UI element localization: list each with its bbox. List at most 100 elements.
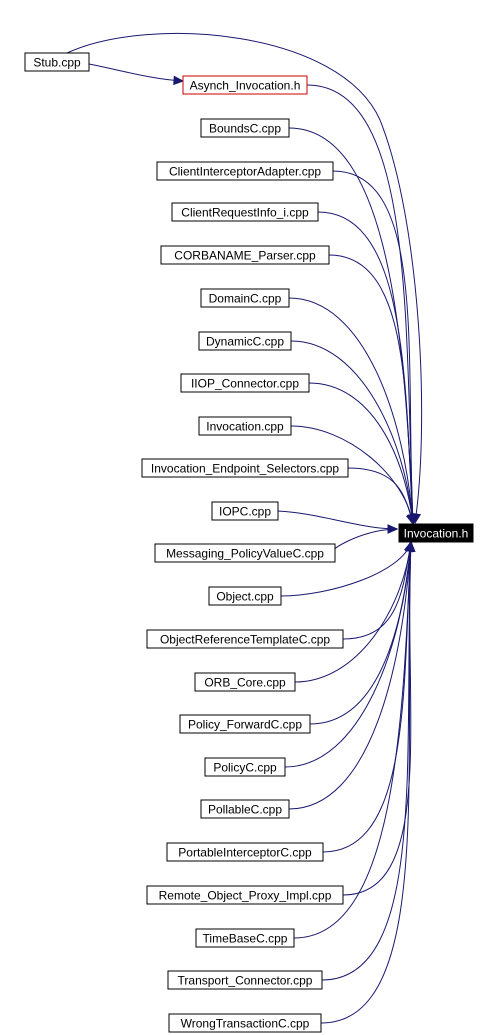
edge-timebasec-cpp-to-invocation-h	[293, 540, 416, 939]
edge-stub-cpp-to-asynch-invocation-h	[88, 63, 185, 86]
node-box	[398, 523, 474, 543]
edge-iiop-connector-cpp-to-invocation-h	[308, 382, 417, 526]
node-orb-core-cpp[interactable]: ORB_Core.cpp	[194, 672, 296, 692]
node-label: Messaging_PolicyValueC.cpp	[166, 547, 324, 561]
edge-line	[347, 467, 414, 525]
arrowhead-icon	[405, 513, 416, 526]
node-dynamicc-cpp[interactable]: DynamicC.cpp	[198, 331, 292, 351]
node-policy-forwardc-cpp[interactable]: Policy_ForwardC.cpp	[179, 714, 311, 734]
node-box	[160, 245, 330, 265]
node-label: Object.cpp	[216, 590, 274, 604]
node-box	[200, 118, 290, 138]
node-label: Stub.cpp	[33, 56, 81, 70]
node-asynch-invocation-h[interactable]: Asynch_Invocation.h	[182, 75, 308, 95]
node-iiop-connector-cpp[interactable]: IIOP_Connector.cpp	[180, 373, 310, 393]
node-clientrequestinfo-i-cpp[interactable]: ClientRequestInfo_i.cpp	[171, 202, 319, 222]
node-stub-cpp[interactable]: Stub.cpp	[24, 52, 90, 72]
node-label: Transport_Connector.cpp	[178, 974, 313, 988]
node-box	[24, 52, 90, 72]
node-label: DynamicC.cpp	[206, 335, 284, 349]
node-label: Invocation.cpp	[206, 420, 284, 434]
node-remote-object-proxy-impl-cpp[interactable]: Remote_Object_Proxy_Impl.cpp	[146, 885, 344, 905]
node-box	[166, 842, 324, 862]
node-invocation-endpoint-selectors-cpp[interactable]: Invocation_Endpoint_Selectors.cpp	[141, 458, 349, 478]
node-box	[195, 928, 295, 948]
node-objectreferencetemplatec-cpp[interactable]: ObjectReferenceTemplateC.cpp	[146, 629, 344, 649]
edge-invocation-endpoint-selectors-cpp-to-invocation-h	[347, 467, 416, 526]
edge-line	[332, 170, 414, 525]
node-object-cpp[interactable]: Object.cpp	[208, 586, 282, 606]
node-label: PortableInterceptorC.cpp	[178, 846, 312, 860]
edge-line	[294, 541, 412, 683]
node-box	[204, 757, 286, 777]
edge-line	[331, 528, 398, 554]
node-label: Policy_ForwardC.cpp	[188, 718, 302, 732]
node-box	[141, 458, 349, 478]
node-transport-connector-cpp[interactable]: Transport_Connector.cpp	[167, 970, 323, 990]
edge-corbaname-parser-cpp-to-invocation-h	[328, 254, 418, 526]
node-box	[182, 75, 308, 95]
node-label: Remote_Object_Proxy_Impl.cpp	[159, 889, 332, 903]
node-box	[156, 161, 334, 181]
node-label: ClientInterceptorAdapter.cpp	[169, 165, 321, 179]
node-boundsc-cpp[interactable]: BoundsC.cpp	[200, 118, 290, 138]
edge-line	[328, 254, 414, 525]
arrowhead-icon	[173, 75, 185, 86]
node-corbaname-parser-cpp[interactable]: CORBANAME_Parser.cpp	[160, 245, 330, 265]
node-label: CORBANAME_Parser.cpp	[174, 249, 316, 263]
edge-line	[284, 541, 412, 768]
node-label: TimeBaseC.cpp	[203, 932, 288, 946]
edge-layer	[66, 33, 423, 1024]
node-label: BoundsC.cpp	[209, 122, 281, 136]
edge-transport-connector-cpp-to-invocation-h	[321, 540, 416, 981]
node-label: IIOP_Connector.cpp	[191, 377, 299, 391]
node-label: WrongTransactionC.cpp	[181, 1017, 310, 1031]
arrowhead-icon	[387, 524, 399, 534]
node-portableinterceptorc-cpp[interactable]: PortableInterceptorC.cpp	[166, 842, 324, 862]
node-label: PollableC.cpp	[208, 803, 282, 817]
edge-orb-core-cpp-to-invocation-h	[294, 540, 415, 683]
edge-line	[342, 541, 412, 640]
edge-line	[308, 382, 414, 525]
node-label: ObjectReferenceTemplateC.cpp	[160, 633, 330, 647]
node-wrongtransactionc-cpp[interactable]: WrongTransactionC.cpp	[168, 1013, 322, 1033]
node-box	[168, 1013, 322, 1033]
node-label: DomainC.cpp	[209, 292, 282, 306]
node-pollablec-cpp[interactable]: PollableC.cpp	[200, 799, 290, 819]
node-policyc-cpp[interactable]: PolicyC.cpp	[204, 757, 286, 777]
edge-line	[293, 541, 412, 939]
node-invocation-cpp[interactable]: Invocation.cpp	[198, 416, 292, 436]
node-box	[179, 714, 311, 734]
edge-iopc-cpp-to-invocation-h	[277, 510, 399, 534]
edge-objectreferencetemplatec-cpp-to-invocation-h	[342, 540, 415, 640]
node-box	[146, 885, 344, 905]
node-timebasec-cpp[interactable]: TimeBaseC.cpp	[195, 928, 295, 948]
node-label: Invocation.h	[404, 527, 469, 541]
node-box	[194, 672, 296, 692]
node-domainc-cpp[interactable]: DomainC.cpp	[200, 288, 290, 308]
edge-wrongtransactionc-cpp-to-invocation-h	[320, 540, 416, 1024]
node-box	[200, 288, 290, 308]
node-label: PolicyC.cpp	[213, 761, 277, 775]
edge-line	[66, 33, 423, 524]
node-label: ClientRequestInfo_i.cpp	[181, 206, 309, 220]
edge-line	[88, 63, 184, 82]
node-messaging-policyvaluec-cpp[interactable]: Messaging_PolicyValueC.cpp	[154, 543, 336, 563]
node-label: Asynch_Invocation.h	[190, 79, 301, 93]
arrowhead-icon	[405, 540, 416, 552]
node-layer: Stub.cppAsynch_Invocation.hBoundsC.cppCl…	[24, 52, 474, 1033]
edge-line	[320, 541, 412, 1024]
edge-stub-cpp-to-invocation-h	[66, 33, 423, 525]
node-box	[171, 202, 319, 222]
node-invocation-h[interactable]: Invocation.h	[398, 523, 474, 543]
edge-line	[288, 297, 414, 525]
node-box	[198, 416, 292, 436]
node-iopc-cpp[interactable]: IOPC.cpp	[211, 501, 279, 521]
node-clientinterceptoradapter-cpp[interactable]: ClientInterceptorAdapter.cpp	[156, 161, 334, 181]
edge-line	[290, 340, 414, 525]
node-box	[180, 373, 310, 393]
node-box	[211, 501, 279, 521]
node-label: ORB_Core.cpp	[204, 676, 286, 690]
edge-line	[321, 541, 412, 981]
